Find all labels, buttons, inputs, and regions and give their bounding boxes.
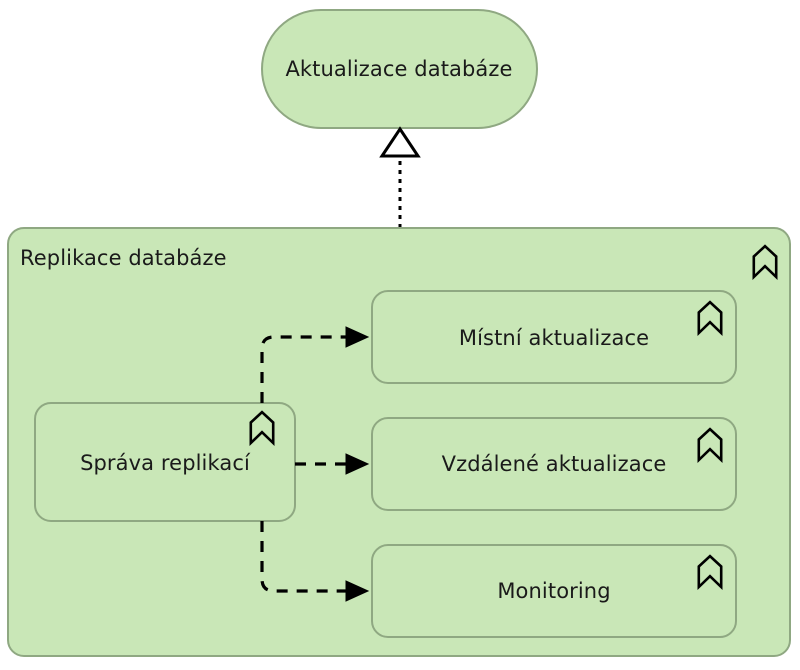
hollow-triangle-arrowhead-icon <box>379 126 421 158</box>
service-node-shape <box>261 9 538 129</box>
filled-triangle-arrowhead-icon <box>345 580 370 602</box>
node-mistni-aktualizace-shape <box>371 290 737 384</box>
node-sprava-replikaci[interactable] <box>34 402 296 522</box>
node-monitoring-shape <box>371 544 737 638</box>
node-mistni-aktualizace[interactable] <box>371 290 737 384</box>
realization-relationship[interactable] <box>379 126 421 228</box>
flow-sprava-to-mistni[interactable] <box>260 326 370 403</box>
flow-monitoring-line <box>260 521 348 593</box>
service-node-aktualizace-databaze[interactable] <box>261 9 538 129</box>
flow-sprava-to-vzdalene[interactable] <box>295 453 370 475</box>
node-sprava-replikaci-shape <box>34 402 296 522</box>
node-monitoring[interactable] <box>371 544 737 638</box>
flow-mistni-line <box>260 335 348 403</box>
filled-triangle-arrowhead-icon <box>345 453 370 475</box>
node-vzdalene-aktualizace-shape <box>371 417 737 511</box>
filled-triangle-arrowhead-icon <box>345 326 370 348</box>
node-vzdalene-aktualizace[interactable] <box>371 417 737 511</box>
flow-sprava-to-monitoring[interactable] <box>260 521 370 602</box>
